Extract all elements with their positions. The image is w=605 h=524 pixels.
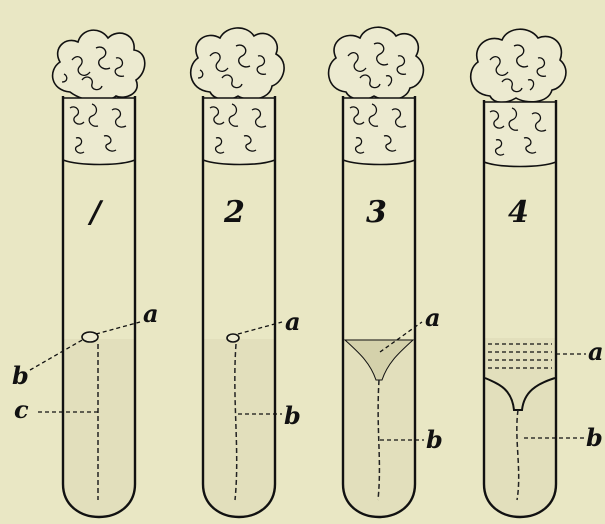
surface-growth-2	[227, 334, 239, 342]
cotton-plug-1-neck	[63, 98, 135, 165]
cotton-plug-4-neck	[484, 102, 556, 167]
tube-2: 2 a b	[191, 28, 301, 517]
agar-medium-2	[203, 339, 275, 517]
cotton-plug-2-neck	[203, 98, 275, 165]
tube-number-1: /	[87, 195, 104, 230]
tube-number-4: 4	[508, 195, 529, 230]
callout-1-a: a	[143, 299, 159, 328]
callout-4-b: b	[586, 423, 603, 452]
tube-number-2: 2	[223, 195, 245, 230]
callout-2-b: b	[284, 401, 301, 430]
agar-medium-4	[484, 338, 556, 517]
surface-growth-1	[82, 332, 98, 342]
callout-2-a: a	[285, 307, 301, 336]
tube-4: 4 a b	[471, 29, 604, 517]
callout-4-a: a	[588, 337, 604, 366]
tube-3: 3 a b	[329, 27, 443, 517]
tube-number-3: 3	[366, 195, 387, 230]
cotton-plug-2-top	[191, 28, 284, 100]
cotton-plug-3-neck	[343, 98, 415, 165]
callout-1-c: c	[14, 395, 29, 424]
callout-3-b: b	[426, 425, 443, 454]
cotton-plug-3-top	[329, 27, 424, 100]
callout-3-a: a	[425, 303, 441, 332]
agar-medium-1	[63, 339, 135, 517]
callout-1-b: b	[12, 361, 29, 390]
tube-1: / a b c	[12, 30, 159, 517]
